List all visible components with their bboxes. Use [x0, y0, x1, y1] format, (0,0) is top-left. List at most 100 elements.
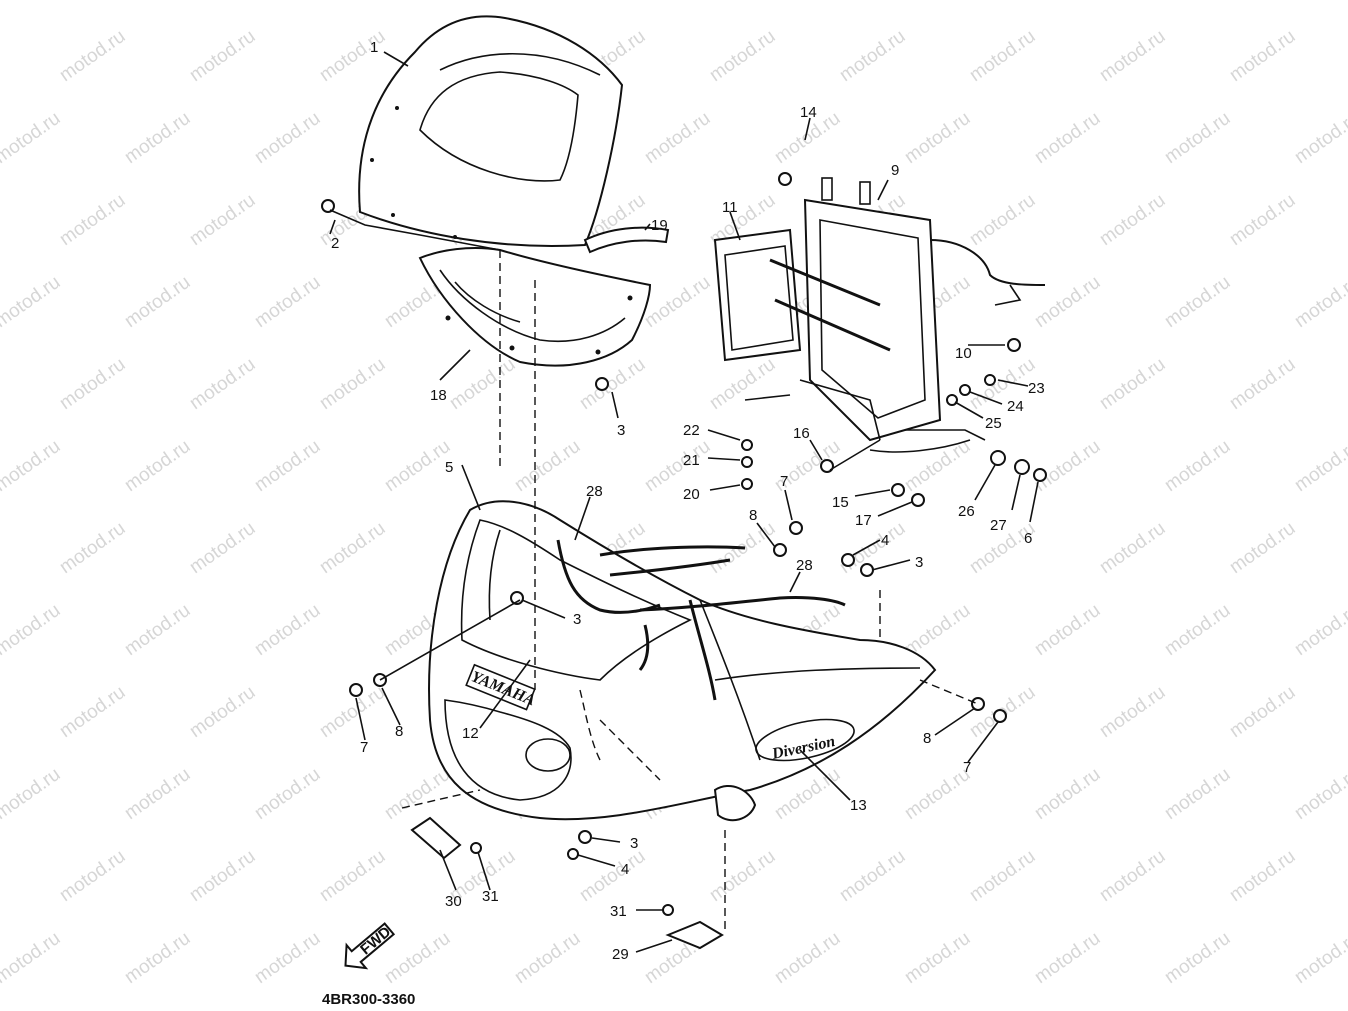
callout-8: 8	[749, 507, 757, 524]
fasteners	[321, 172, 1047, 950]
callout-8: 8	[395, 723, 403, 740]
watermark-text: motod.ru	[1031, 0, 1104, 4]
watermark-text: motod.ru	[56, 682, 129, 742]
callout-4: 4	[621, 861, 629, 878]
watermark-text: motod.ru	[1161, 108, 1234, 168]
watermark-text: motod.ru	[56, 26, 129, 86]
callout-17: 17	[855, 512, 872, 529]
watermark-text: motod.ru	[1031, 928, 1104, 988]
watermark-text: motod.ru	[771, 0, 844, 4]
watermark-text: motod.ru	[1096, 190, 1169, 250]
watermark-text: motod.ru	[251, 600, 324, 660]
watermark-text: motod.ru	[641, 108, 714, 168]
watermark-text: motod.ru	[836, 26, 909, 86]
watermark-text: motod.ru	[901, 0, 974, 4]
watermark-text: motod.ru	[901, 108, 974, 168]
watermark-text: motod.ru	[1291, 928, 1348, 988]
callout-30: 30	[445, 893, 462, 910]
callout-11: 11	[722, 199, 738, 216]
watermark-text: motod.ru	[1291, 600, 1348, 660]
watermark-text: motod.ru	[186, 354, 259, 414]
watermark-text: motod.ru	[251, 928, 324, 988]
callout-18: 18	[430, 387, 447, 404]
watermark-text: motod.ru	[511, 0, 584, 4]
watermark-text: motod.ru	[1096, 26, 1169, 86]
watermark-text: motod.ru	[56, 354, 129, 414]
watermark-text: motod.ru	[1226, 354, 1299, 414]
watermark-text: motod.ru	[1291, 0, 1348, 4]
callout-31: 31	[610, 903, 627, 920]
watermark-text: motod.ru	[901, 928, 974, 988]
watermark-text: motod.ru	[1161, 764, 1234, 824]
upper-cowling-part: Diversion YAMAHA	[428, 500, 937, 822]
callout-10: 10	[955, 345, 972, 362]
callout-15: 15	[832, 494, 849, 511]
watermark-text: motod.ru	[316, 846, 389, 906]
callout-4: 4	[881, 532, 889, 549]
watermark-text: motod.ru	[1161, 436, 1234, 496]
watermark-text: motod.ru	[121, 272, 194, 332]
watermark-text: motod.ru	[121, 764, 194, 824]
callout-5: 5	[445, 459, 453, 476]
watermark-text: motod.ru	[121, 928, 194, 988]
watermark-text: motod.ru	[1031, 600, 1104, 660]
callout-7: 7	[963, 759, 971, 776]
watermark-text: motod.ru	[966, 190, 1039, 250]
callout-3: 3	[630, 835, 638, 852]
watermark-text: motod.ru	[381, 764, 454, 824]
watermark-text: motod.ru	[316, 354, 389, 414]
watermark-text: motod.ru	[1161, 928, 1234, 988]
watermark-text: motod.ru	[251, 764, 324, 824]
watermark-text: motod.ru	[1031, 272, 1104, 332]
watermark-text: motod.ru	[56, 518, 129, 578]
watermark-text: motod.ru	[251, 272, 324, 332]
watermark-text: motod.ru	[1291, 436, 1348, 496]
callout-12: 12	[462, 725, 479, 742]
callout-22: 22	[683, 422, 700, 439]
callout-28: 28	[796, 557, 813, 574]
callout-25: 25	[985, 415, 1002, 432]
cowl-stay-frame-part	[713, 177, 1046, 453]
callout-21: 21	[683, 452, 700, 469]
callout-26: 26	[958, 503, 975, 520]
watermark-text: motod.ru	[901, 436, 974, 496]
watermark-text: motod.ru	[1291, 272, 1348, 332]
callout-1: 1	[370, 39, 378, 56]
watermark-text: motod.ru	[511, 436, 584, 496]
watermark-text: motod.ru	[641, 272, 714, 332]
callout-2: 2	[331, 235, 339, 252]
callout-9: 9	[891, 162, 899, 179]
watermark-text: motod.ru	[186, 682, 259, 742]
callout-27: 27	[990, 517, 1007, 534]
watermark-text: motod.ru	[836, 846, 909, 906]
watermark-layer: motod.ru motod.ru motod.ru motod.ru motod.ru…	[0, 0, 1348, 988]
callout-28: 28	[586, 483, 603, 500]
watermark-text: motod.ru	[1161, 600, 1234, 660]
trim-strip-part	[583, 226, 670, 254]
watermark-text: motod.ru	[706, 846, 779, 906]
watermark-text: motod.ru	[251, 108, 324, 168]
watermark-text: motod.ru	[576, 846, 649, 906]
watermark-text: motod.ru	[0, 108, 64, 168]
watermark-text: motod.ru	[1291, 764, 1348, 824]
watermark-text: motod.ru	[1161, 272, 1234, 332]
leader-lines	[329, 51, 1039, 953]
watermark-text: motod.ru	[121, 600, 194, 660]
watermark-text: motod.ru	[771, 928, 844, 988]
watermark-text: motod.ru	[706, 354, 779, 414]
watermark-text: motod.ru	[1031, 764, 1104, 824]
watermark-text: motod.ru	[966, 26, 1039, 86]
watermark-text: motod.ru	[1031, 108, 1104, 168]
watermark-text: motod.ru	[0, 600, 64, 660]
watermark-text: motod.ru	[1226, 682, 1299, 742]
watermark-text: motod.ru	[511, 928, 584, 988]
callout-29: 29	[612, 946, 629, 963]
watermark-text: motod.ru	[1096, 682, 1169, 742]
watermark-text: motod.ru	[251, 0, 324, 4]
watermark-text: motod.ru	[0, 436, 64, 496]
callout-24: 24	[1007, 398, 1024, 415]
watermark-text: motod.ru	[56, 846, 129, 906]
watermark-text: motod.ru	[121, 0, 194, 4]
